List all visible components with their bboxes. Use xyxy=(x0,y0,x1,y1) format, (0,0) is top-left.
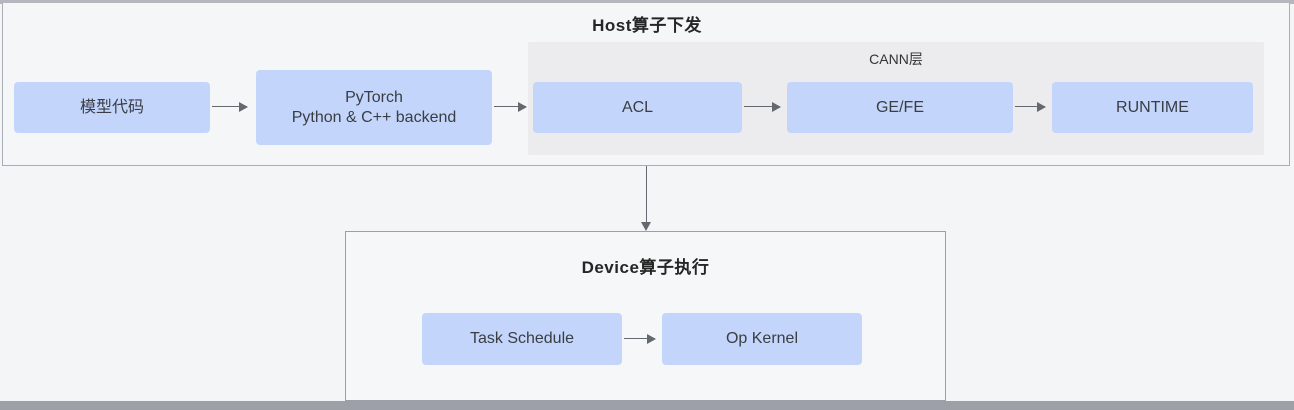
node-ge-fe: GE/FE xyxy=(787,82,1013,133)
node-op-kernel: Op Kernel xyxy=(662,313,862,365)
arrow-host-to-device-icon xyxy=(641,166,651,231)
arrow-acl-to-gefe-icon xyxy=(744,101,781,112)
host-group-title: Host算子下发 xyxy=(592,16,702,35)
top-border-bar xyxy=(0,0,1294,4)
node-task-schedule-label: Task Schedule xyxy=(469,330,575,347)
cann-layer-label: CANN层 xyxy=(869,51,923,67)
arrow-task-to-opkernel-icon xyxy=(624,333,656,344)
node-runtime-label: RUNTIME xyxy=(1116,98,1189,116)
arrow-gefe-to-runtime-icon xyxy=(1015,101,1046,112)
node-task-schedule: Task Schedule xyxy=(422,313,622,365)
arrow-pytorch-to-acl-icon xyxy=(494,101,527,112)
device-group-title: Device算子执行 xyxy=(581,258,710,277)
arrow-model-to-pytorch-icon xyxy=(212,101,248,112)
node-op-kernel-label: Op Kernel xyxy=(725,330,799,347)
node-acl: ACL xyxy=(533,82,742,133)
node-pytorch-label-line1: PyTorch xyxy=(345,88,403,106)
node-acl-label: ACL xyxy=(621,98,654,116)
bottom-border-bar xyxy=(0,401,1294,410)
node-pytorch-backend: PyTorch Python & C++ backend xyxy=(256,70,492,145)
node-model-code: 模型代码 xyxy=(14,82,210,133)
node-ge-fe-label: GE/FE xyxy=(875,98,924,116)
node-pytorch-label-line2: Python & C++ backend xyxy=(291,108,457,126)
node-runtime: RUNTIME xyxy=(1052,82,1253,133)
node-model-code-label: 模型代码 xyxy=(79,98,144,116)
